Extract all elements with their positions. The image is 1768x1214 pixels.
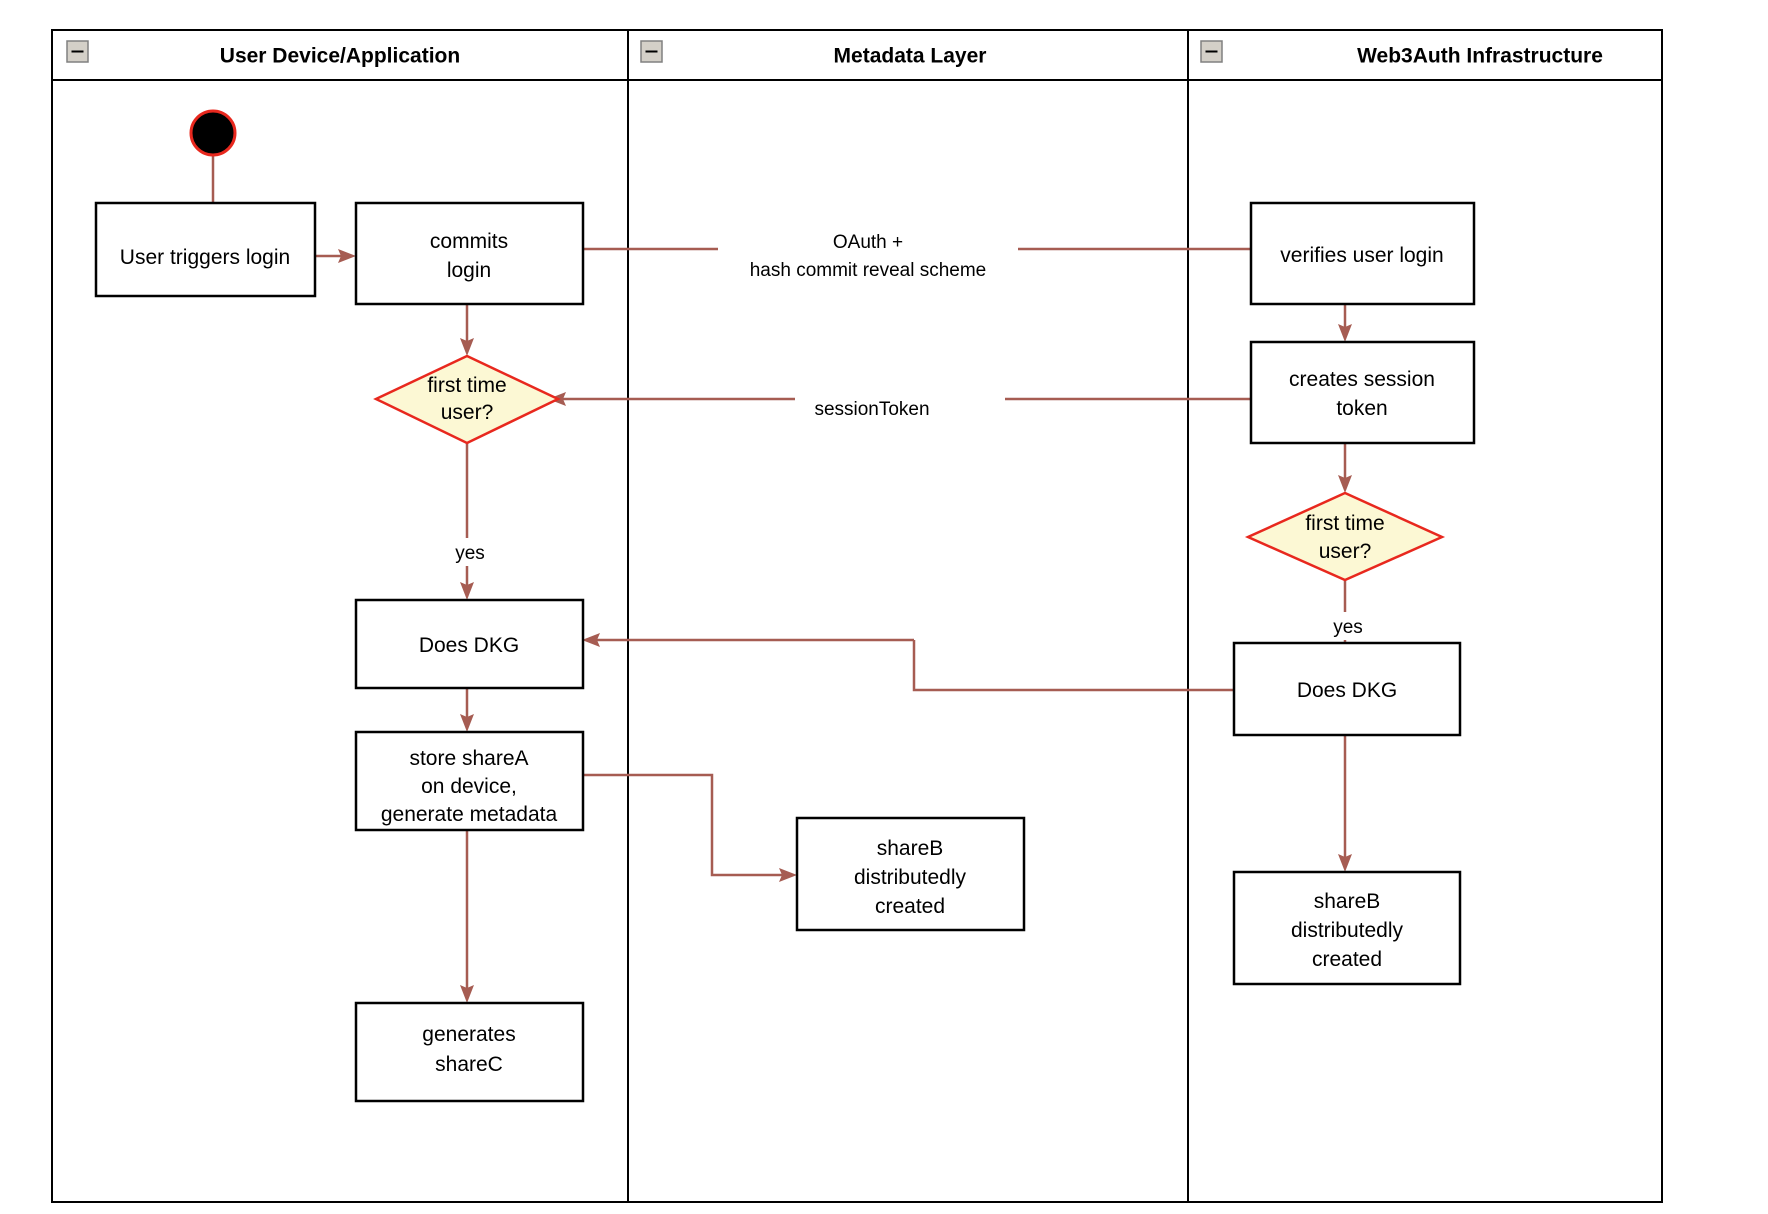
lane-collapse-button-metadata[interactable] — [640, 40, 663, 63]
lane-header-metadata: Metadata Layer — [640, 40, 987, 68]
decision-diamond[interactable] — [1244, 491, 1446, 582]
edge-label-oauth-line2: hash commit reveal scheme — [750, 260, 987, 281]
node-does-dkg-right[interactable]: Does DKG — [1232, 641, 1462, 737]
node-label-shareb-web3auth-line3: created — [1312, 948, 1382, 971]
node-label-shareb-metadata-line2: distributedly — [854, 866, 967, 889]
lane-header-user-device: User Device/Application — [66, 40, 460, 68]
node-label-commits-login-line2: login — [447, 259, 491, 282]
guard-label-yes-left: yes — [455, 543, 485, 564]
node-label-generates-sharec-line2: shareC — [435, 1053, 503, 1076]
activity-box[interactable] — [354, 1001, 585, 1103]
edge-metadata-to-does-dkg-right — [912, 640, 1251, 692]
node-label-user-triggers-login: User triggers login — [120, 246, 290, 269]
node-generates-sharec[interactable]: generates shareC — [354, 1001, 585, 1103]
activity-box[interactable] — [354, 201, 585, 306]
guard-label-yes-right: yes — [1333, 617, 1363, 638]
node-label-shareb-metadata-line1: shareB — [877, 837, 944, 860]
activity-box[interactable] — [1232, 870, 1462, 986]
node-shareb-web3auth[interactable]: shareB distributedly created — [1232, 870, 1462, 986]
node-label-creates-session-token-line2: token — [1336, 397, 1387, 420]
arrowhead-decision-left-to-does-dkg — [460, 582, 474, 600]
activity-box[interactable] — [94, 201, 317, 298]
node-label-decision-right-line2: user? — [1319, 540, 1372, 563]
node-creates-session-token[interactable]: creates session token — [1249, 340, 1476, 445]
lane-title-user-device: User Device/Application — [220, 45, 460, 68]
node-verifies-user-login[interactable]: verifies user login — [1249, 201, 1476, 306]
guard-label-yes-right-backdrop — [1318, 612, 1374, 640]
node-decision-first-time-user-right[interactable]: first time user? — [1244, 491, 1446, 582]
activity-box[interactable] — [1249, 340, 1476, 445]
node-commits-login[interactable]: commits login — [354, 201, 585, 306]
arrowhead-commits-to-decision-left — [460, 338, 474, 356]
node-label-creates-session-token-line1: creates session — [1289, 368, 1435, 391]
node-label-decision-right-line1: first time — [1305, 512, 1384, 535]
arrowhead-creates-session-to-decision-right — [1338, 475, 1352, 493]
node-label-generates-sharec-line1: generates — [422, 1023, 515, 1046]
node-initial-start[interactable] — [189, 109, 237, 157]
arrowhead-does-dkg-to-store-sharea — [460, 714, 474, 732]
node-label-does-dkg-left: Does DKG — [419, 634, 519, 657]
lane-title-web3auth: Web3Auth Infrastructure — [1357, 45, 1603, 68]
arrowhead-user-triggers-to-commits — [338, 249, 356, 263]
decision-diamond[interactable] — [373, 354, 561, 445]
node-label-shareb-web3auth-line1: shareB — [1314, 890, 1381, 913]
node-label-commits-login-line1: commits — [430, 230, 508, 253]
lane-collapse-button-user-device[interactable] — [66, 40, 89, 63]
node-label-does-dkg-right: Does DKG — [1297, 679, 1397, 702]
node-label-store-sharea-line3: generate metadata — [381, 803, 558, 826]
node-store-sharea[interactable]: store shareA on device, generate metadat… — [354, 730, 585, 832]
activity-box[interactable] — [1249, 201, 1476, 306]
edge-label-session-token-backdrop — [795, 380, 950, 406]
guard-label-yes-left-backdrop — [440, 538, 496, 566]
initial-node-icon[interactable] — [189, 109, 237, 157]
edge-label-session-token: sessionToken — [814, 399, 929, 420]
node-user-triggers-login[interactable]: User triggers login — [94, 201, 317, 298]
node-label-decision-left-line2: user? — [441, 401, 494, 424]
lane-header-web3auth: Web3Auth Infrastructure — [1200, 40, 1603, 68]
edge-label-oauth-backdrop — [718, 228, 1018, 254]
node-label-shareb-web3auth-line2: distributedly — [1291, 919, 1404, 942]
node-label-verifies-user-login: verifies user login — [1280, 244, 1443, 267]
node-does-dkg-left[interactable]: Does DKG — [354, 598, 585, 690]
activity-box[interactable] — [354, 730, 585, 832]
arrowhead-metadata-to-does-dkg-left — [582, 633, 600, 647]
edge-labels: OAuth + hash commit reveal scheme sessio… — [440, 228, 1374, 640]
edge-label-oauth-line1: OAuth + — [833, 232, 903, 253]
node-decision-first-time-user-left[interactable]: first time user? — [373, 354, 561, 445]
node-shareb-metadata[interactable]: shareB distributedly created — [795, 816, 1026, 932]
activity-box[interactable] — [354, 598, 585, 690]
arrowhead-store-sharea-to-shareb-metadata — [779, 868, 797, 882]
activity-box[interactable] — [1232, 641, 1462, 737]
arrowhead-does-dkg-right-to-shareb — [1338, 854, 1352, 872]
node-label-store-sharea-line2: on device, — [421, 775, 517, 798]
arrowhead-store-sharea-to-generates-sharec — [460, 985, 474, 1003]
node-label-shareb-metadata-line3: created — [875, 895, 945, 918]
node-label-decision-left-line1: first time — [427, 374, 506, 397]
edge-store-sharea-to-shareb-metadata — [583, 773, 785, 877]
lane-collapse-button-web3auth[interactable] — [1200, 40, 1223, 63]
arrowhead-verifies-to-creates-session — [1338, 324, 1352, 342]
node-label-store-sharea-line1: store shareA — [409, 747, 528, 770]
lane-title-metadata: Metadata Layer — [834, 45, 987, 68]
activity-box[interactable] — [795, 816, 1026, 932]
